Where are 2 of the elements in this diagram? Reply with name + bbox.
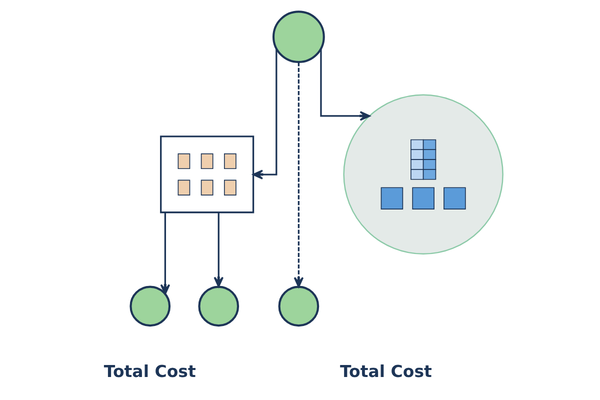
label: Total Cost bbox=[340, 362, 432, 381]
label: Total Cost bbox=[104, 362, 196, 381]
